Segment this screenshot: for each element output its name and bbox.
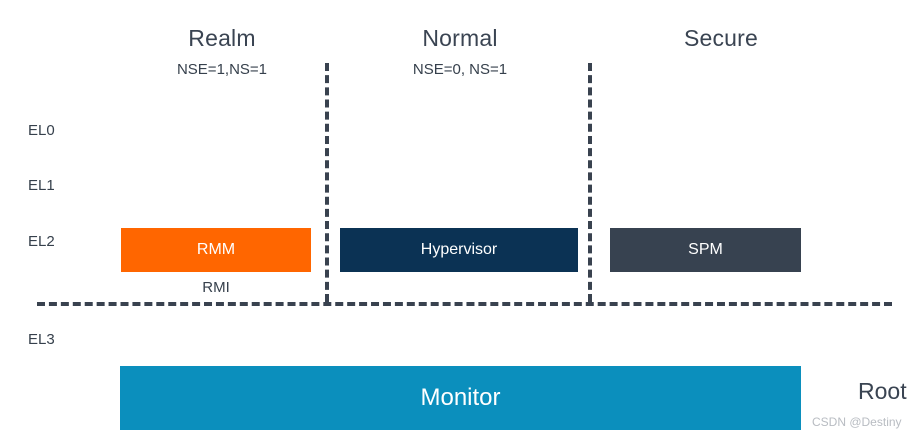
world-separator-normal-secure [588,63,592,302]
column-title-normal: Normal [422,25,498,51]
exception-level-label-el0: EL0 [28,122,55,139]
world-separator-realm-normal [325,63,329,302]
exception-level-label-el2: EL2 [28,233,55,250]
exception-level-label-el3: EL3 [28,331,55,348]
exception-level-label-el1: EL1 [28,177,55,194]
box-spm-label: SPM [688,241,723,258]
box-hypervisor[interactable]: Hypervisor [340,228,578,272]
box-spm[interactable]: SPM [610,228,801,272]
box-rmm-label: RMM [196,241,236,258]
column-flags-normal: NSE=0, NS=1 [412,61,508,78]
box-monitor[interactable]: Monitor [120,366,801,430]
root-world-label: Root [858,378,907,404]
column-title-secure: Secure [683,25,759,51]
column-flags-realm: NSE=1,NS=1 [176,61,268,78]
el2-el3-boundary [37,302,892,306]
watermark: CSDN @Destiny [812,415,902,429]
box-monitor-label: Monitor [420,384,501,411]
box-rmm[interactable]: RMM [121,228,311,272]
box-hypervisor-label: Hypervisor [420,241,498,258]
column-title-realm: Realm [188,25,256,51]
interface-label-rmi: RMI [202,279,230,296]
